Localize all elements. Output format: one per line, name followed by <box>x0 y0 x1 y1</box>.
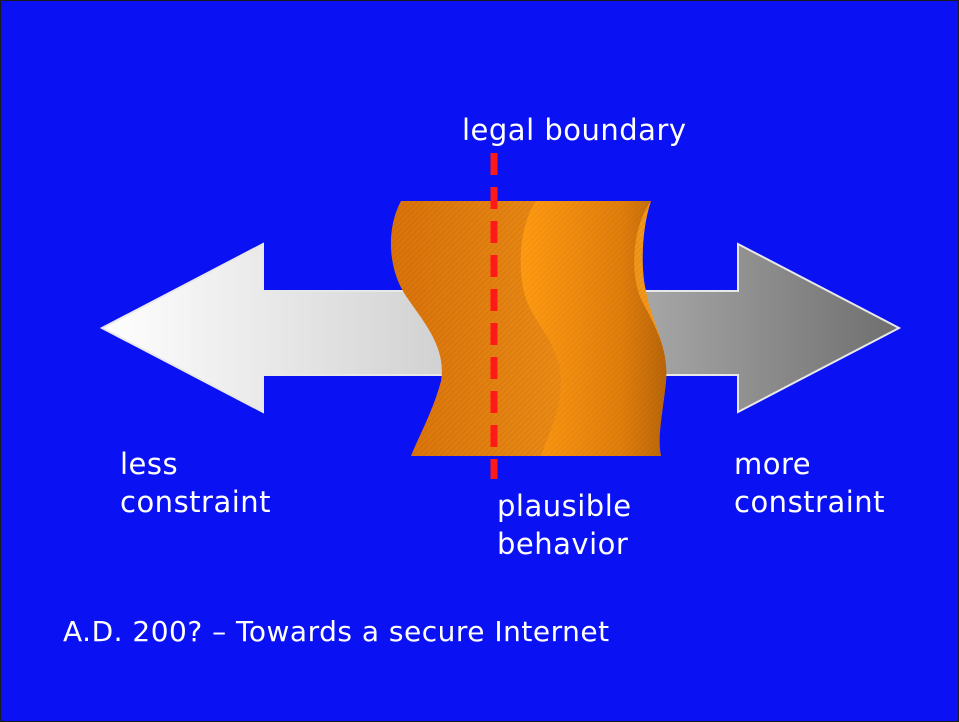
more-constraint-label: more constraint <box>734 447 886 519</box>
less-constraint-label: less constraint <box>120 447 272 519</box>
legal-boundary-label: legal boundary <box>462 113 687 147</box>
plausible-behavior-label: plausible behavior <box>497 489 632 561</box>
plausible-behavior-band <box>390 201 667 456</box>
slide-caption: A.D. 200? – Towards a secure Internet <box>63 615 610 648</box>
